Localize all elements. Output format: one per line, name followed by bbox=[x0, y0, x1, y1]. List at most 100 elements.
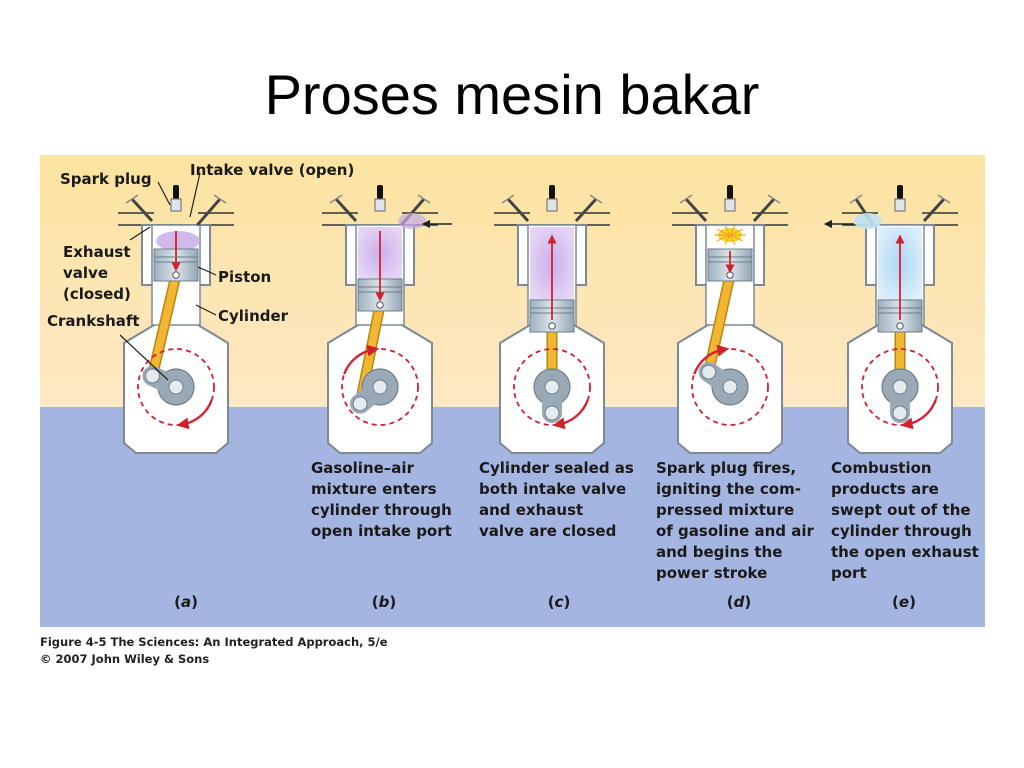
caption-line: both intake valve bbox=[479, 480, 627, 498]
intake-valve bbox=[196, 198, 222, 227]
spark-plug bbox=[727, 185, 733, 199]
exhaust-valve bbox=[506, 197, 530, 223]
valve-guide bbox=[125, 194, 139, 204]
fuel-mixture bbox=[156, 231, 200, 251]
rotation-path bbox=[691, 348, 769, 426]
crank-pin bbox=[701, 364, 717, 380]
valve-guide bbox=[329, 194, 343, 204]
figure-credit-line1: Figure 4-5 The Sciences: An Integrated A… bbox=[40, 635, 388, 649]
spark-plug-body bbox=[724, 198, 736, 212]
engine-cycle-figure bbox=[40, 155, 985, 627]
wrist-pin bbox=[376, 301, 384, 309]
crank-pin bbox=[352, 396, 368, 412]
spark-plug-body bbox=[894, 198, 906, 212]
engine-panel-b bbox=[322, 185, 452, 454]
crank-center bbox=[168, 379, 184, 395]
caption-line: and exhaust bbox=[479, 501, 584, 519]
rotation-arrow bbox=[552, 399, 589, 430]
engine-panel-d bbox=[672, 185, 788, 454]
spark-ray bbox=[729, 225, 736, 236]
exhaust-valve bbox=[684, 197, 708, 223]
intake-valve bbox=[574, 197, 598, 223]
crank-center bbox=[892, 379, 908, 395]
spark-plug-body bbox=[170, 198, 182, 212]
caption-c: Cylinder sealed as both intake valve and… bbox=[479, 458, 634, 542]
rotation-path bbox=[341, 348, 419, 426]
panel-letter-text: d bbox=[733, 593, 745, 611]
engine-panel-a bbox=[118, 185, 234, 454]
valve-guide bbox=[679, 194, 693, 204]
caption-line: products are bbox=[831, 480, 939, 498]
panel-letter-a: (a) bbox=[174, 593, 198, 611]
wrist-pin bbox=[726, 271, 734, 279]
crank-pin bbox=[144, 368, 160, 384]
panel-letter-e: (e) bbox=[892, 593, 916, 611]
caption-e: Combustion products are swept out of the… bbox=[831, 458, 979, 584]
figure-credit-line2: © 2007 John Wiley & Sons bbox=[40, 652, 210, 666]
label-exhaust-valve-line: Exhaust bbox=[63, 243, 131, 261]
engine-diagram bbox=[40, 155, 985, 627]
caption-line: valve are closed bbox=[479, 522, 617, 540]
wrist-pin bbox=[172, 271, 180, 279]
intake-valve bbox=[752, 197, 776, 223]
label-pointer bbox=[157, 181, 171, 206]
label-crankshaft: Crankshaft bbox=[47, 312, 140, 330]
caption-line: of gasoline and air bbox=[656, 522, 814, 540]
rotation-arrow bbox=[693, 344, 730, 375]
caption-line: Gasoline–air bbox=[311, 459, 414, 477]
rotation-path bbox=[137, 348, 215, 426]
valve-guide bbox=[501, 194, 515, 204]
spark-plug bbox=[173, 185, 179, 199]
valve-guide bbox=[589, 194, 603, 204]
engine-panel-c bbox=[494, 185, 610, 454]
rotation-arrow bbox=[900, 399, 937, 430]
panel-letter-text: b bbox=[378, 593, 390, 611]
spark-plug bbox=[377, 185, 383, 199]
wrist-pin bbox=[548, 322, 556, 330]
panel-letter-c: (c) bbox=[547, 593, 571, 611]
panel-letter-b: (b) bbox=[371, 593, 397, 611]
label-cylinder: Cylinder bbox=[218, 307, 289, 325]
panel-letter-text: c bbox=[554, 593, 564, 611]
label-spark-plug: Spark plug bbox=[60, 170, 152, 188]
valve-guide bbox=[937, 194, 951, 204]
caption-line: cylinder through bbox=[831, 522, 972, 540]
intake-valve bbox=[922, 197, 946, 223]
rotation-arrow bbox=[176, 399, 213, 430]
caption-line: Spark plug fires, bbox=[656, 459, 797, 477]
caption-line: the open exhaust bbox=[831, 543, 979, 561]
rotation-arrow bbox=[343, 344, 380, 375]
label-pointer bbox=[195, 304, 217, 316]
spark-plug-body bbox=[374, 198, 386, 212]
engine-panel-e bbox=[823, 185, 958, 454]
connecting-rod-face bbox=[704, 271, 734, 377]
intake-flow bbox=[398, 213, 426, 229]
caption-line: and begins the bbox=[656, 543, 783, 561]
label-intake-valve: Intake valve (open) bbox=[190, 161, 355, 179]
label-pointer bbox=[197, 266, 217, 276]
caption-line: open intake port bbox=[311, 522, 452, 540]
panel-letter-text: e bbox=[898, 593, 910, 611]
caption-line: mixture enters bbox=[311, 480, 437, 498]
spark-ray bbox=[716, 234, 731, 242]
rotation-path bbox=[861, 348, 939, 426]
caption-line: pressed mixture bbox=[656, 501, 795, 519]
caption-line: Cylinder sealed as bbox=[479, 459, 634, 477]
label-pointer bbox=[129, 226, 151, 241]
panel-letter-d: (d) bbox=[726, 593, 752, 611]
crank-center bbox=[544, 379, 560, 395]
spark-ray bbox=[729, 228, 744, 236]
spark-ray bbox=[724, 234, 731, 245]
spark-ray bbox=[716, 228, 731, 236]
valve-guide bbox=[213, 194, 227, 204]
valve-guide bbox=[767, 194, 781, 204]
label-exhaust-valve: Exhaust valve (closed) bbox=[63, 242, 131, 305]
crank-pin bbox=[544, 405, 560, 421]
valve-guide bbox=[417, 194, 431, 204]
exhaust-valve bbox=[130, 197, 154, 223]
exhaust-valve bbox=[334, 197, 358, 223]
caption-line: swept out of the bbox=[831, 501, 971, 519]
caption-b: Gasoline–air mixture enters cylinder thr… bbox=[311, 458, 452, 542]
label-pointer bbox=[119, 334, 169, 381]
valve-guide bbox=[849, 194, 863, 204]
